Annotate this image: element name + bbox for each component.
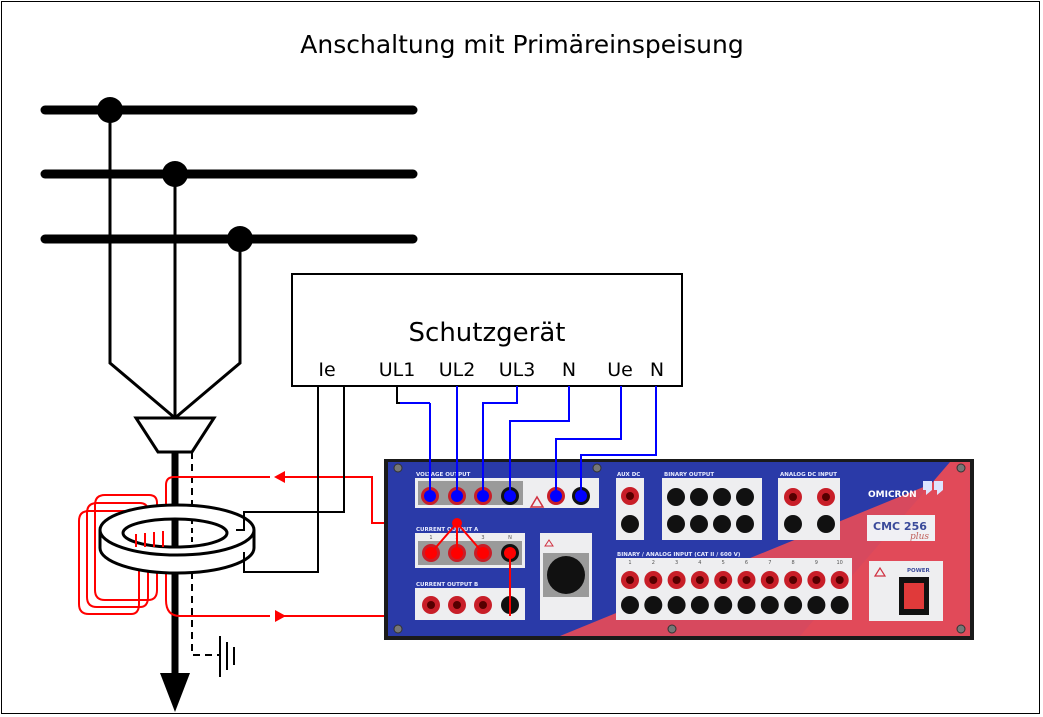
power-warning-icon — [873, 566, 887, 577]
diagram-title: Anschaltung mit Primäreinspeisung — [300, 30, 743, 59]
binary-input-socket-core — [835, 576, 844, 584]
binary-input-socket-black — [784, 596, 803, 614]
model-suffix: plus — [910, 532, 929, 542]
binary-input-socket-black — [667, 596, 686, 614]
binary-output-sockets — [667, 488, 754, 533]
binary-input-socket-core — [626, 576, 634, 584]
terminal-ul2: UL2 — [439, 359, 476, 381]
omicron-logo-icon — [923, 481, 943, 495]
binary-input-socket-core — [765, 576, 774, 584]
binary-input-channel-label: 7 — [768, 560, 771, 566]
cable-arrow-icon — [160, 673, 190, 712]
label-current-output-b: CURRENT OUTPUT B — [416, 582, 478, 588]
binary-input-channel-label: 6 — [745, 560, 748, 566]
busbars — [40, 97, 418, 252]
terminal-n2: N — [650, 359, 664, 381]
binary-input-socket-black — [644, 596, 663, 614]
wire-ul3 — [482, 386, 518, 496]
binary-input-socket-core — [672, 576, 681, 584]
current-out-arrow-icon — [274, 471, 285, 483]
voltage-wiring — [429, 386, 657, 496]
voltage-connection-dots — [424, 490, 587, 502]
binary-input-socket-black — [760, 596, 779, 614]
binary-input-channel-label: 3 — [675, 560, 678, 566]
binary-input-socket-core — [649, 576, 658, 584]
conductor-l3 — [174, 239, 242, 420]
cable-shield — [191, 452, 218, 656]
ch-a-n: N — [508, 535, 512, 541]
binary-input-socket-black — [690, 596, 709, 614]
current-output-b-sockets — [422, 596, 519, 614]
binary-input-socket-core — [789, 576, 798, 584]
ch-a-1: 1 — [429, 535, 432, 541]
protection-device: Schutzgerät Ie UL1 UL2 UL3 N Ue N — [291, 273, 683, 387]
brand-label: OMICRON — [868, 490, 917, 500]
label-binary-output: BINARY OUTPUT — [664, 472, 714, 478]
binary-input-channel-label: 1 — [628, 560, 631, 566]
terminal-n: N — [562, 359, 576, 381]
binary-input-channel-label: 5 — [722, 560, 725, 566]
terminal-ie: Ie — [318, 359, 335, 381]
terminal-ul1: UL1 — [379, 359, 416, 381]
current-return-arrow-icon — [275, 610, 286, 622]
current-connection-dots — [425, 518, 516, 559]
ch-a-3: 3 — [481, 535, 484, 541]
label-voltage-output: VOLTAGE OUTPUT — [416, 472, 471, 478]
core-balance-ct — [98, 503, 256, 575]
ct-secondary-wiring — [236, 386, 345, 573]
terminal-ul3: UL3 — [499, 359, 536, 381]
binary-input-socket-core — [695, 576, 704, 584]
wire-n2 — [580, 386, 657, 496]
binary-input-channel-label: 10 — [837, 560, 843, 566]
label-analog-dc-input: ANALOG DC INPUT — [780, 472, 837, 478]
test-set-panel: VOLTAGE OUTPUT CURRENT OUTPUT A 1 2 3 N … — [384, 459, 974, 640]
binary-input-socket-black — [830, 596, 849, 614]
conductor-l1 — [108, 110, 176, 420]
model-plate — [867, 515, 935, 541]
label-binary-analog-input: BINARY / ANALOG INPUT (CAT II / 600 V) — [617, 552, 741, 558]
binary-input-channel-label: 8 — [792, 560, 795, 566]
binary-input-socket-black — [621, 596, 639, 614]
binary-input-socket-core — [719, 576, 728, 584]
terminal-ue: Ue — [607, 359, 633, 381]
device-label: Schutzgerät — [409, 318, 566, 348]
binary-input-socket-black — [714, 596, 733, 614]
warning-icon — [529, 495, 545, 508]
binary-input-socket-black — [807, 596, 826, 614]
binary-input-channel-label: 4 — [698, 560, 701, 566]
model-label: CMC 256 — [873, 520, 927, 533]
binary-input-channel-label: 2 — [652, 560, 655, 566]
binary-input-channel-label: 9 — [815, 560, 818, 566]
label-current-output-a: CURRENT OUTPUT A — [416, 527, 479, 533]
binary-input-socket-black — [737, 596, 756, 614]
panel-screws — [393, 463, 966, 634]
wire-ue — [555, 386, 622, 496]
earth-icon — [218, 636, 235, 677]
binary-input-sockets: 1 2 3 4 5 6 7 8 9 10 — [621, 560, 849, 614]
wire-n — [509, 386, 570, 496]
cable-sealing-end — [133, 416, 217, 454]
label-aux-dc: AUX DC — [617, 472, 640, 478]
binary-input-socket-core — [742, 576, 751, 584]
binary-input-socket-core — [812, 576, 821, 584]
power-label: POWER — [907, 568, 931, 574]
phase-conductors — [108, 110, 242, 420]
wire-ul1-black — [396, 386, 430, 404]
